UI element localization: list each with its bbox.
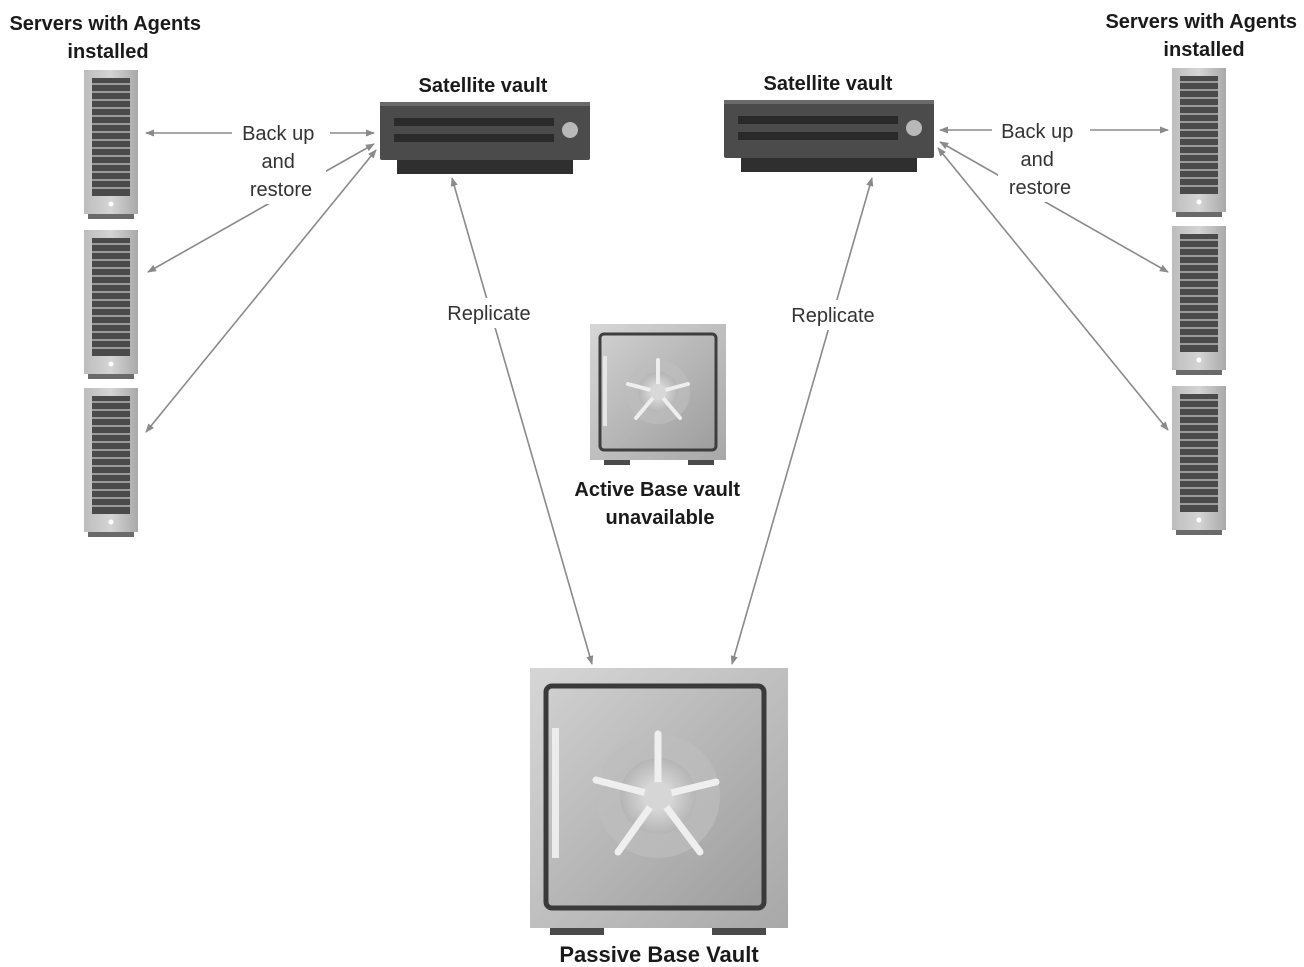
right-backup-label: Back up and restore [1001, 121, 1079, 199]
passive-vault-label: Passive Base Vault [559, 942, 759, 967]
left-arrow-low [145, 149, 377, 433]
right-server-tower-2 [1172, 226, 1226, 375]
right-satellite-vault [724, 100, 934, 172]
left-replicate-arrow [450, 177, 594, 665]
left-servers-title: Servers with Agents installed [9, 13, 206, 63]
left-replicate-label: Replicate [447, 303, 530, 325]
active-base-vault [590, 324, 726, 465]
replicate-arrows [450, 177, 874, 665]
left-backup-label: Back up and restore [242, 123, 320, 201]
right-server-tower-1 [1172, 68, 1226, 217]
right-backup-arrows [937, 126, 1169, 431]
right-replicate-label: Replicate [791, 305, 874, 327]
left-server-tower-1 [84, 70, 138, 219]
right-replicate-arrow [730, 177, 874, 665]
right-satellite-title: Satellite vault [764, 73, 893, 95]
left-backup-arrows [145, 129, 377, 433]
passive-base-vault [530, 668, 788, 935]
right-servers-title: Servers with Agents installed [1105, 11, 1302, 61]
left-satellite-title: Satellite vault [419, 75, 548, 97]
right-server-tower-3 [1172, 386, 1226, 535]
left-satellite-vault [380, 102, 590, 174]
active-vault-label: Active Base vault unavailable [574, 479, 745, 529]
left-server-tower-2 [84, 230, 138, 379]
right-arrow-low [937, 147, 1169, 431]
left-server-tower-3 [84, 388, 138, 537]
